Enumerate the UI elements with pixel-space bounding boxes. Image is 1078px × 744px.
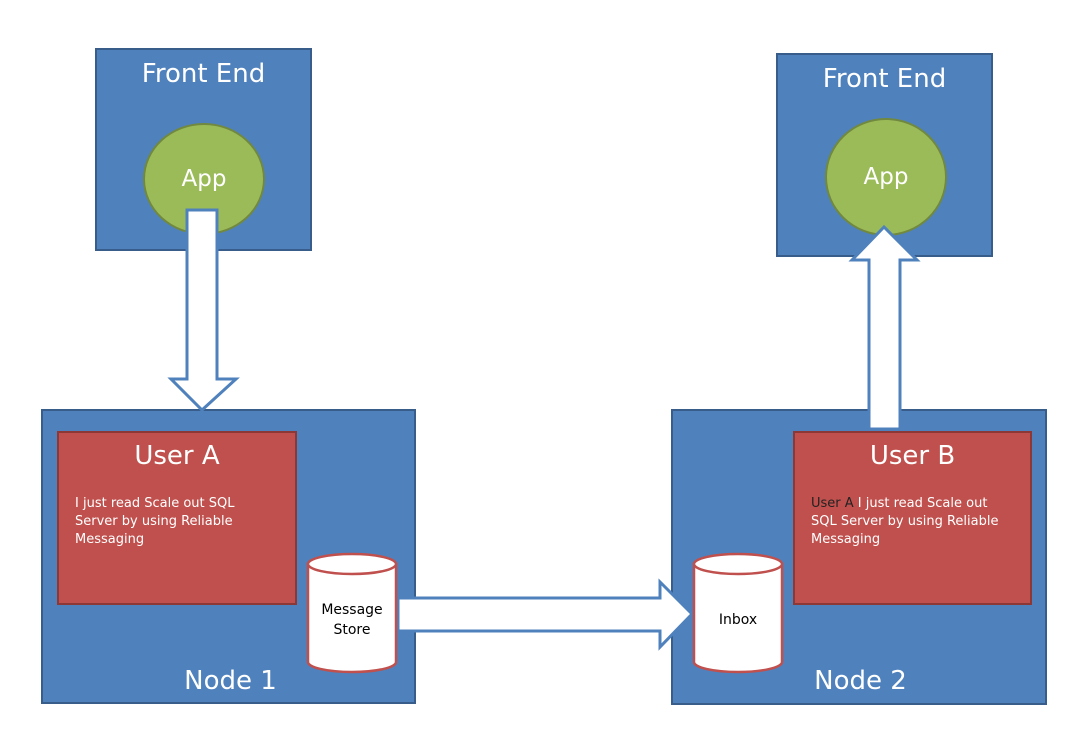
node-title-2: Node 2 — [814, 666, 907, 696]
node-title-1: Node 1 — [184, 666, 277, 696]
user-message-b-sender: User A — [811, 496, 854, 511]
front-end-box-2: Front End App — [776, 53, 993, 257]
arrow-right-to-inbox — [396, 578, 695, 651]
message-store-cylinder — [306, 552, 398, 674]
user-box-a: User A I just read Scale out SQL Server … — [57, 431, 297, 605]
inbox-cylinder — [692, 552, 784, 674]
user-message-b-text: I just read Scale out SQL Server by usin… — [811, 496, 999, 547]
user-title-a: User A — [134, 441, 220, 471]
app-label-1: App — [181, 166, 227, 192]
front-end-title-1: Front End — [141, 59, 266, 89]
user-title-b: User B — [869, 441, 956, 471]
app-label-2: App — [863, 164, 909, 190]
message-store-label-line-1: Message — [321, 602, 383, 618]
user-message-b: User A I just read Scale out SQL Server … — [811, 495, 1016, 549]
arrow-up-to-front-end-2 — [848, 224, 921, 431]
user-message-a: I just read Scale out SQL Server by usin… — [75, 496, 235, 547]
message-store-label-line-2: Store — [333, 622, 371, 638]
inbox-label: Inbox — [718, 612, 758, 628]
user-box-b: User B User A I just read Scale out SQL … — [793, 431, 1032, 605]
front-end-title-2: Front End — [822, 64, 947, 94]
arrow-down-to-node-1 — [167, 208, 240, 413]
app-circle-2: App — [825, 118, 947, 236]
message-store-label: Message Store — [308, 600, 396, 640]
